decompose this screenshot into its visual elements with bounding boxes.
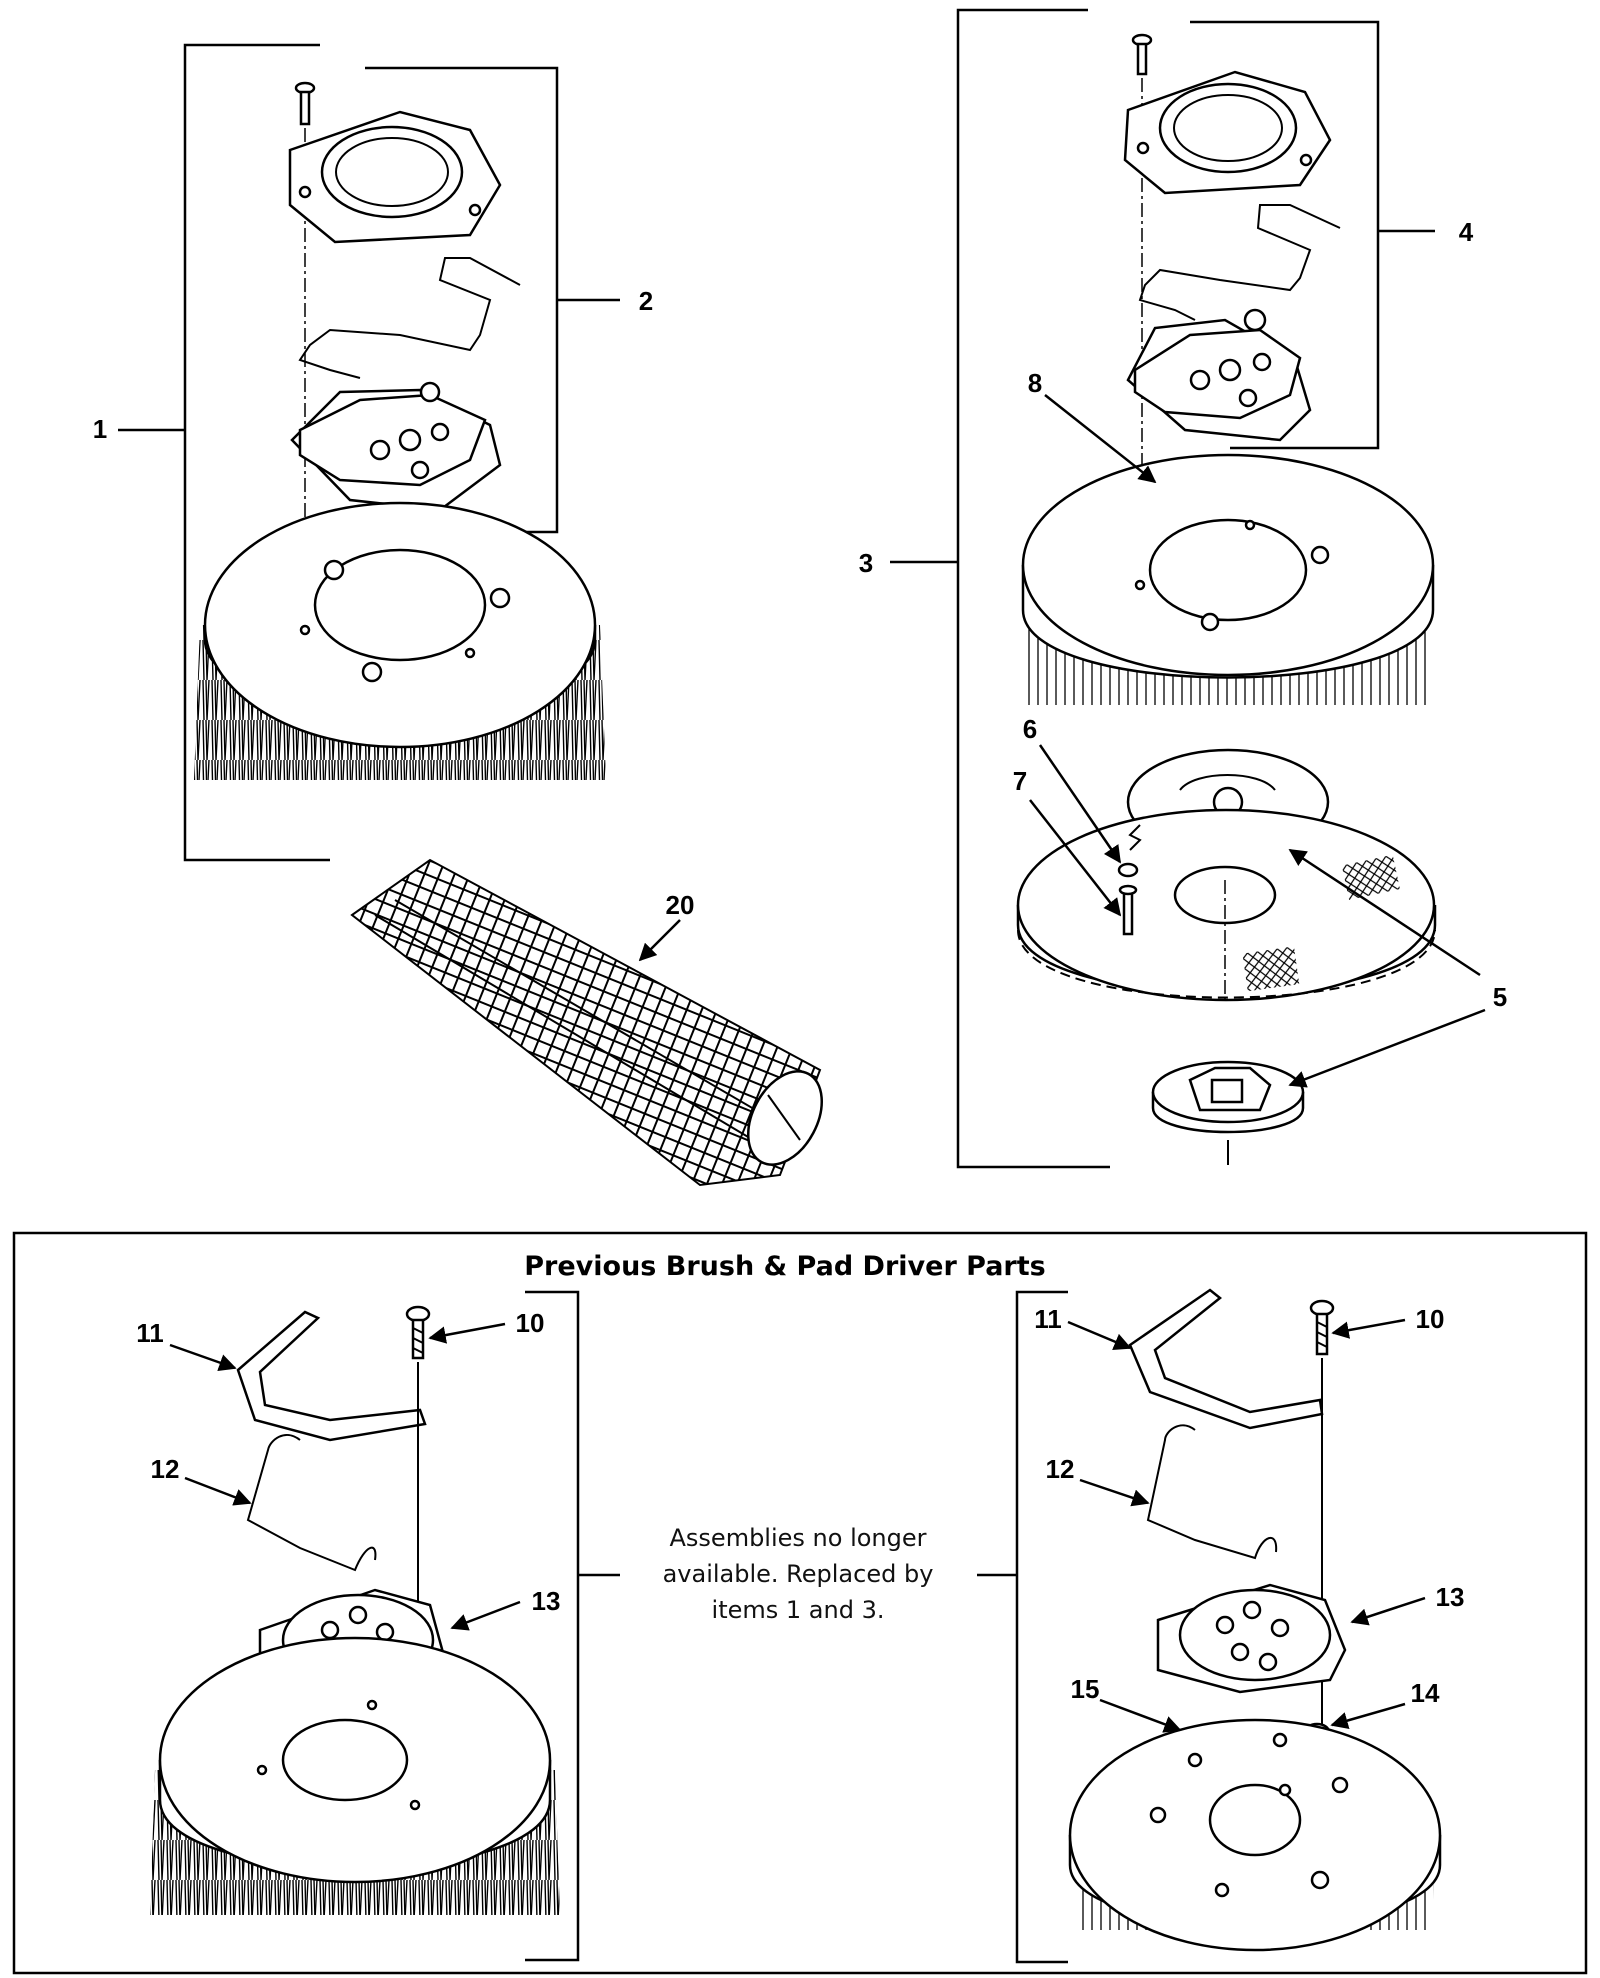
- hub-driver: [1126, 308, 1312, 442]
- bracket-item-4: [1190, 20, 1380, 450]
- callout-item-6: 6: [1023, 714, 1037, 744]
- leader-item-8: [1044, 394, 1157, 484]
- leader-item-13a: [450, 1600, 521, 1631]
- bracket-left: [525, 1290, 580, 1962]
- leader-item-10b: [1331, 1318, 1406, 1339]
- pad-driver-assembly-item-3: [890, 8, 1437, 1169]
- callout-item-5: 5: [1493, 982, 1507, 1012]
- callout-item-20: 20: [666, 890, 695, 920]
- brush-disk: [1068, 1718, 1442, 1952]
- callout-item-3: 3: [859, 548, 873, 578]
- callout-item-14: 14: [1411, 1678, 1440, 1708]
- callout-item-12-right: 12: [1046, 1454, 1075, 1484]
- note-line-1: Assemblies no longer: [670, 1524, 927, 1552]
- part-item-6: [1117, 862, 1139, 878]
- leader-item-5-a: [1288, 848, 1481, 977]
- wire-spring: [1138, 204, 1341, 321]
- brush-assembly-item-1: [118, 43, 620, 862]
- screw: [294, 81, 316, 126]
- callout-item-10-right: 10: [1416, 1304, 1445, 1334]
- callout-item-1: 1: [93, 414, 107, 444]
- note-line-3: items 1 and 3.: [712, 1596, 885, 1624]
- callout-item-15: 15: [1071, 1674, 1100, 1704]
- leader-item-11b: [1067, 1320, 1132, 1350]
- callout-item-11-right: 11: [1034, 1304, 1062, 1334]
- leader-item-15: [1099, 1698, 1182, 1733]
- leader-item-12b: [1079, 1478, 1150, 1507]
- callout-item-13-right: 13: [1436, 1582, 1465, 1612]
- callout-item-8: 8: [1028, 368, 1042, 398]
- hub-driver: [290, 381, 502, 512]
- clamp-plate: [288, 110, 502, 244]
- brush-disk: [150, 1636, 560, 1915]
- bracket-item-3: [956, 8, 1110, 1169]
- leader-item-12a: [184, 1476, 252, 1506]
- screw: [1131, 33, 1153, 76]
- bracket-right: [1015, 1290, 1068, 1964]
- plate-item-13: [1156, 1583, 1347, 1694]
- leader-item-6: [1038, 744, 1122, 864]
- callout-item-2: 2: [639, 286, 653, 316]
- callout-item-11-left: 11: [136, 1318, 164, 1348]
- part-item-7: [1118, 884, 1138, 936]
- brush-disk: [194, 501, 606, 780]
- previous-pad-assembly: [1068, 1288, 1442, 1952]
- note-line-2: available. Replaced by: [663, 1560, 934, 1588]
- callout-item-13-left: 13: [532, 1586, 561, 1616]
- previous-parts-frame: Previous Brush & Pad Driver Parts Assemb…: [12, 1231, 1588, 1975]
- screw-item-10: [1309, 1299, 1335, 1356]
- leader-item-11a: [169, 1343, 237, 1371]
- leader-item-13b: [1350, 1596, 1426, 1626]
- callout-item-4: 4: [1459, 217, 1474, 247]
- frame-border: [12, 1231, 1588, 1975]
- spring-item-12: [246, 1434, 377, 1572]
- callout-item-7: 7: [1013, 766, 1027, 796]
- screw-item-10: [405, 1305, 431, 1360]
- leader-item-14: [1330, 1702, 1406, 1730]
- callout-item-10-left: 10: [516, 1308, 545, 1338]
- leader-item-20: [638, 919, 681, 962]
- leader-item-7: [1029, 799, 1122, 917]
- bracket-item-1: [183, 43, 330, 862]
- clamp-plate: [1123, 70, 1332, 195]
- leader-item-10a: [428, 1322, 506, 1344]
- leader-item-5-b: [1288, 1008, 1486, 1088]
- frame-title: Previous Brush & Pad Driver Parts: [524, 1251, 1045, 1282]
- previous-brush-assembly: [150, 1305, 560, 1915]
- callout-labels: 1 2 3 4 5 6 7 8 20 11 10 12 13 11 10 12 …: [93, 217, 1507, 1708]
- arm-item-11: [236, 1310, 427, 1442]
- pad: [1016, 808, 1437, 1005]
- callout-leaders: [169, 394, 1486, 1733]
- centering-device: [1151, 1060, 1305, 1165]
- brush-disk: [1021, 453, 1435, 705]
- wire-spring: [298, 257, 521, 379]
- center-line-break: [1128, 824, 1142, 851]
- arm-item-11: [1128, 1288, 1324, 1430]
- spring-item-12: [1146, 1424, 1278, 1560]
- roller-brush-item-20: [350, 858, 823, 1187]
- callout-item-12-left: 12: [151, 1454, 180, 1484]
